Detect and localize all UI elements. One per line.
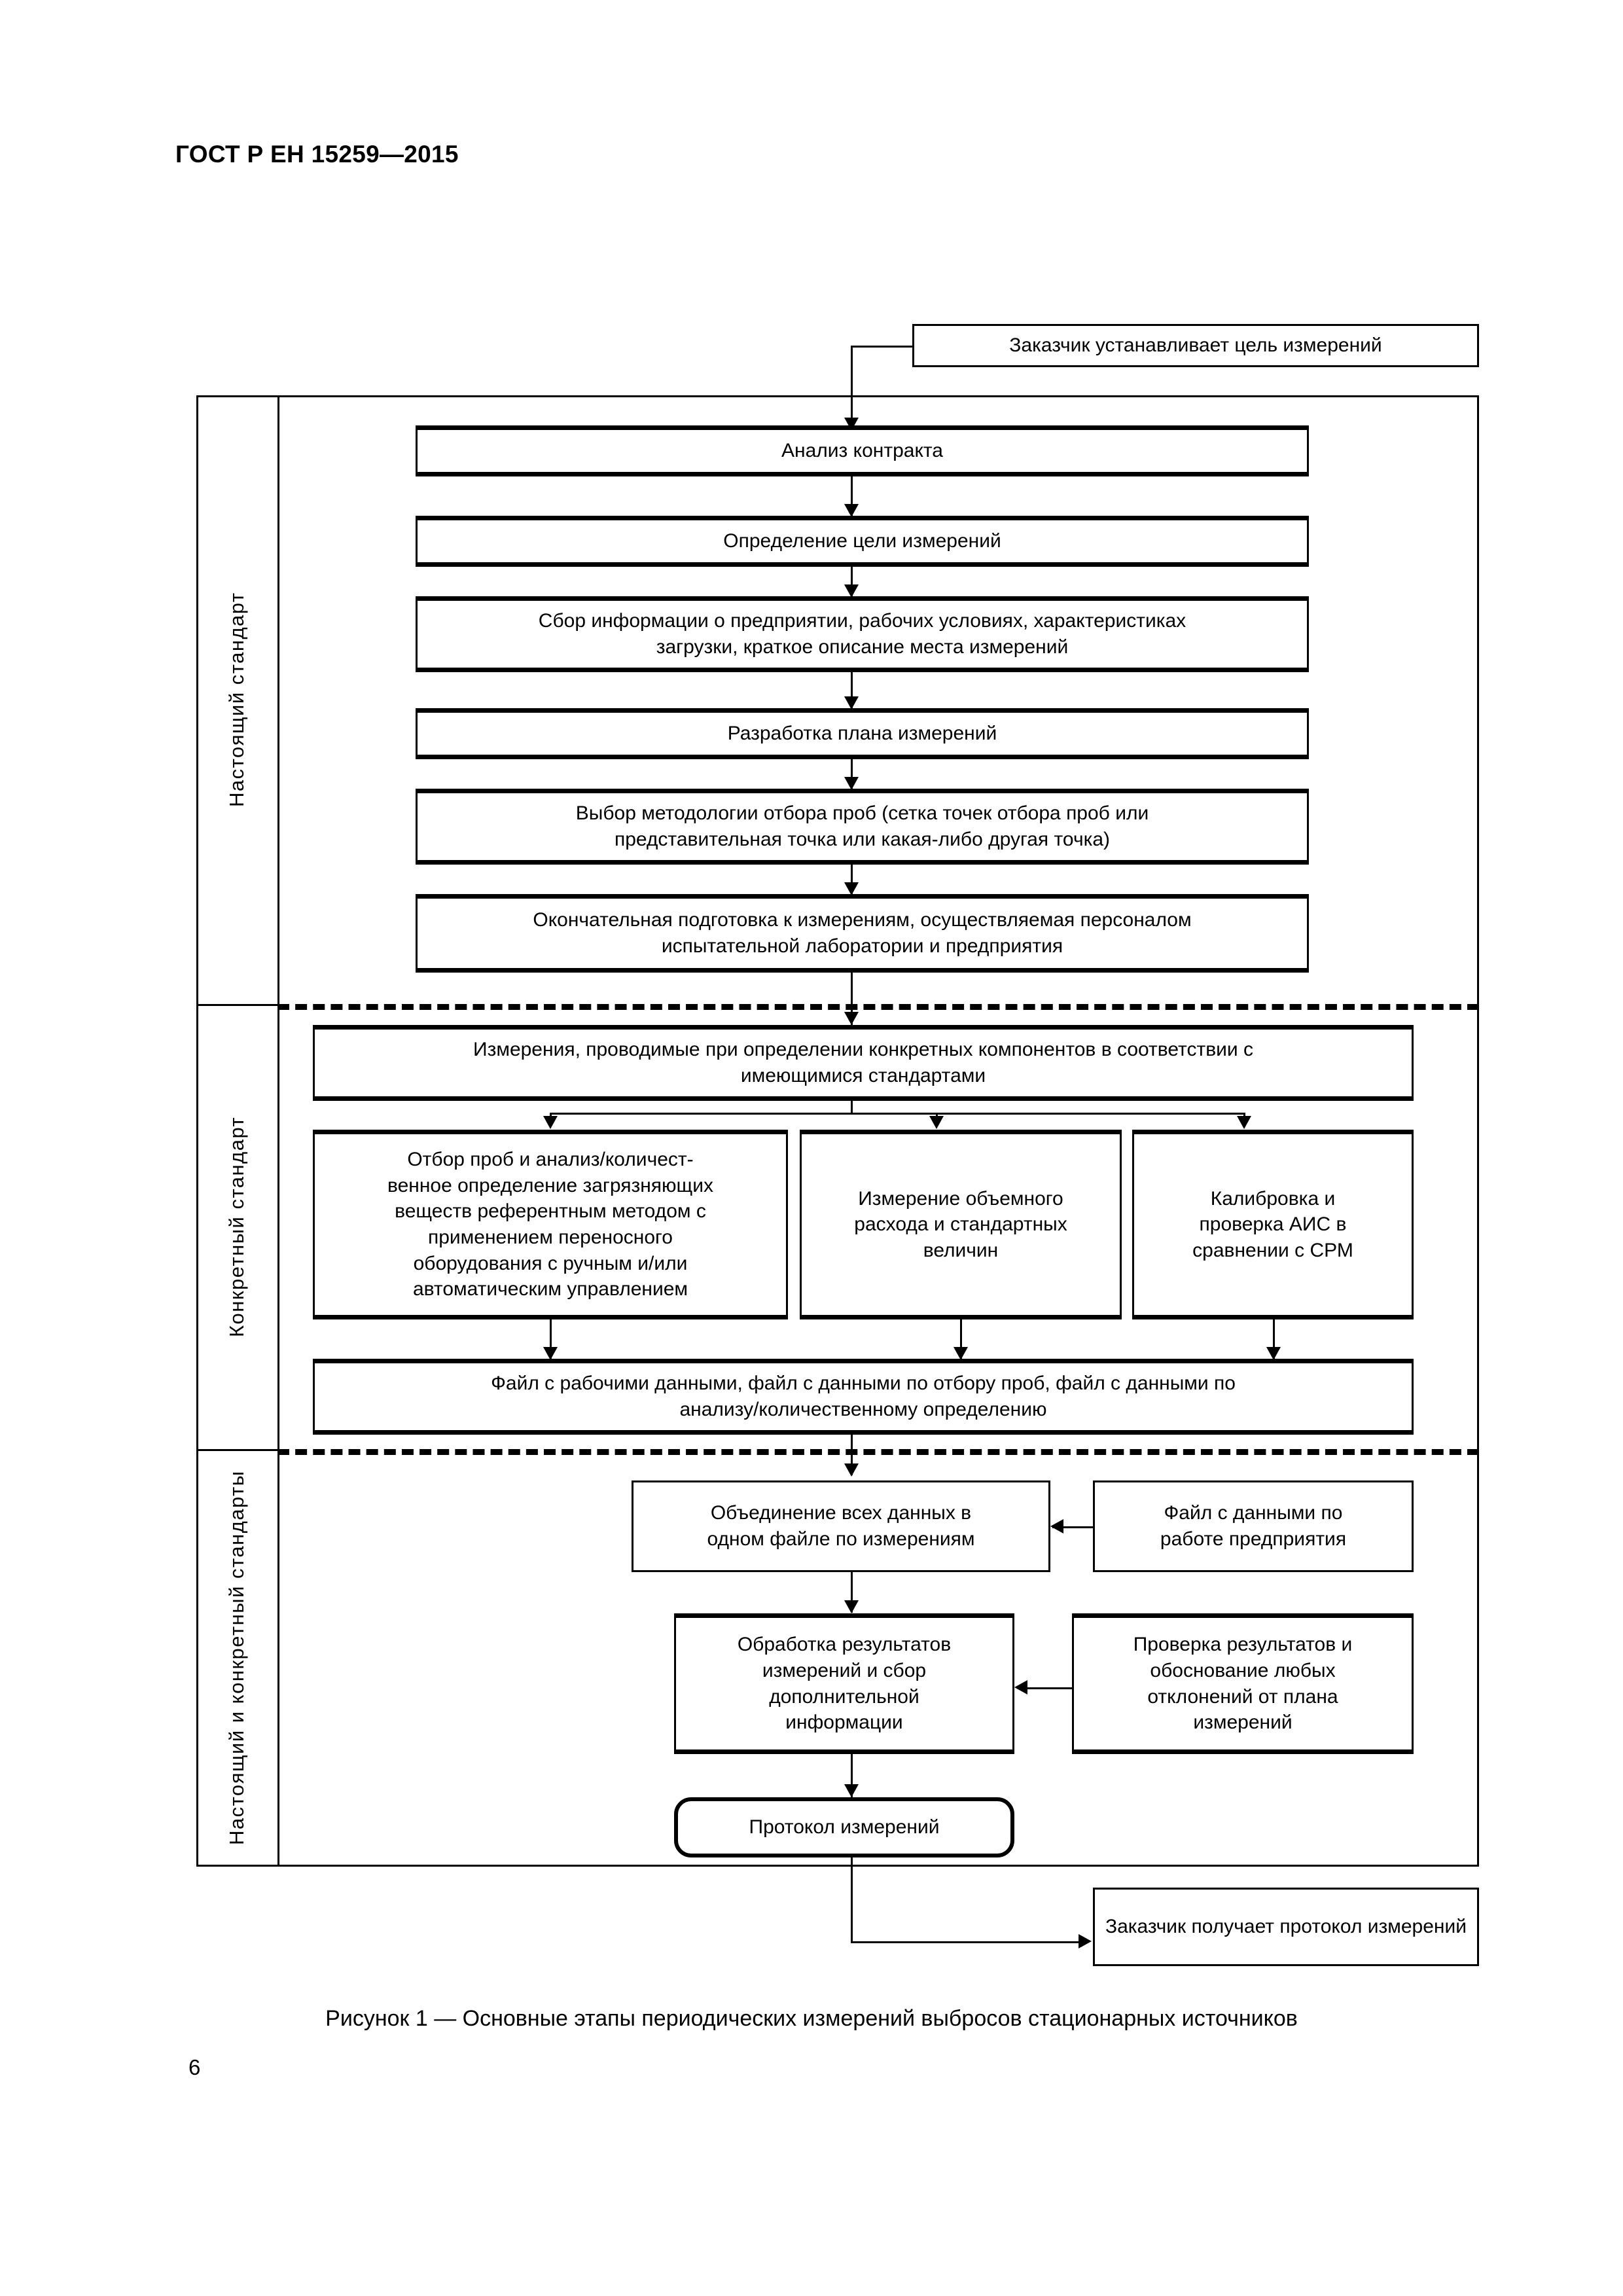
edge-line [851,1435,853,1475]
node-process-results: Обработка результатов измерений и сбор д… [674,1613,1014,1754]
page-number: 6 [188,2055,201,2079]
node-calibration-ais: Калибровка и проверка АИС в сравнении с … [1132,1130,1414,1319]
node-measurements-per-standards: Измерения, проводимые при определении ко… [313,1025,1414,1101]
edge-arrow [844,882,859,895]
edge-arrow [844,696,859,709]
node-merge-all-data: Объединение всех данных в одном файле по… [632,1480,1050,1572]
edge-arrow [543,1347,558,1360]
edge-line [851,1754,853,1797]
node-sampling-methodology: Выбор методологии отбора проб (сетка точ… [416,789,1309,865]
swimlane-frame [196,395,1479,1867]
edge-arrow [929,1116,944,1129]
edge-arrow [1079,1934,1092,1948]
edge-arrow [844,1600,859,1613]
edge-line [851,476,853,516]
edge-line [851,865,853,894]
figure-caption: Рисунок 1 — Основные этапы периодических… [325,2006,1298,2031]
swimlane-dashed-divider-1 [277,1004,1479,1010]
node-collect-information: Сбор информации о предприятии, рабочих у… [416,596,1309,672]
swimlane-label-2: Конкретный стандарт [225,1116,248,1337]
edge-arrow [543,1116,558,1129]
edge-line [550,1319,552,1359]
node-sampling-and-analysis: Отбор проб и анализ/количест- венное опр… [313,1130,788,1319]
edge-arrow [1050,1519,1063,1534]
edge-line [1052,1526,1093,1528]
swimlane-dashed-divider-2 [277,1449,1479,1455]
edge-line [851,1857,853,1943]
edge-arrow [844,777,859,790]
swimlane-divider-1 [196,1004,277,1006]
edge-arrow [844,1463,859,1477]
swimlane-divider-2 [196,1449,277,1451]
edge-line [851,1941,1088,1943]
edge-line [851,346,914,348]
edge-arrow [954,1347,968,1360]
edge-arrow [1237,1116,1251,1129]
edge-line [851,672,853,708]
edge-line [851,973,853,1025]
swimlane-label-1: Настоящий стандарт [225,592,248,808]
edge-line [550,1113,1243,1115]
edge-arrow [844,584,859,598]
node-client-receives-report: Заказчик получает протокол измерений [1093,1888,1479,1966]
node-plant-operation-data-file: Файл с данными по работе предприятия [1093,1480,1414,1572]
edge-line [851,567,853,596]
edge-line [960,1319,962,1359]
edge-arrow [844,1784,859,1797]
node-contract-analysis: Анализ контракта [416,425,1309,476]
edge-line [851,759,853,789]
edge-line [1018,1687,1072,1689]
node-client-sets-objective: Заказчик устанавливает цель измерений [912,324,1479,367]
node-measurement-plan: Разработка плана измерений [416,708,1309,759]
document-header: ГОСТ Р ЕН 15259—2015 [175,141,459,168]
node-define-objective: Определение цели измерений [416,516,1309,567]
edge-line [1273,1319,1275,1359]
node-final-preparation: Окончательная подготовка к измерениям, о… [416,894,1309,973]
edge-arrow [1266,1347,1281,1360]
node-data-files: Файл с рабочими данными, файл с данными … [313,1359,1414,1435]
swimlane-label-divider [277,395,279,1867]
edge-line [851,1572,853,1613]
edge-arrow [1014,1680,1027,1695]
node-volume-flow-measurement: Измерение объемного расхода и стандартны… [800,1130,1122,1319]
node-verify-results: Проверка результатов и обоснование любых… [1072,1613,1414,1754]
edge-line [851,346,853,422]
node-measurement-report: Протокол измерений [674,1797,1014,1857]
edge-line [851,1101,853,1114]
edge-arrow [844,1012,859,1025]
swimlane-label-3: Настоящий и конкретный стандарты [225,1470,248,1846]
edge-arrow [844,504,859,517]
